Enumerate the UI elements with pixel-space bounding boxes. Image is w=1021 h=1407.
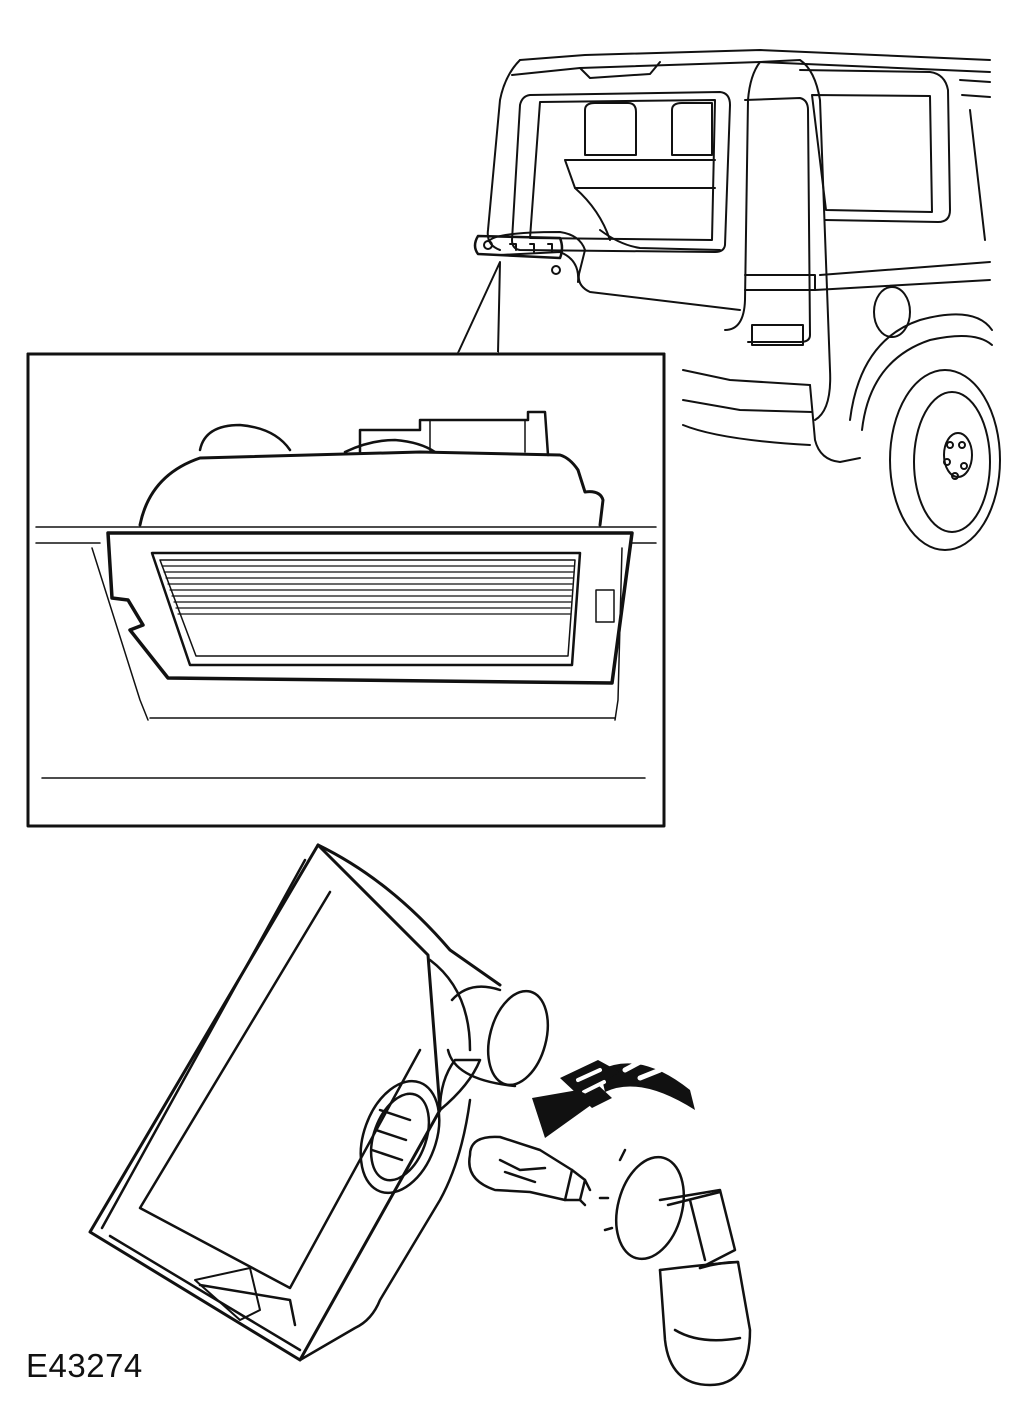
lamp-unit-exploded [88,843,550,1362]
vehicle-rear-view [473,49,1001,551]
callout-leader [457,261,501,354]
removal-arrows [532,1059,695,1138]
bulb-holder [598,1148,752,1387]
wedge-bulb [468,1135,592,1207]
figure-code: E43274 [26,1347,143,1384]
inset-detail [26,352,666,828]
